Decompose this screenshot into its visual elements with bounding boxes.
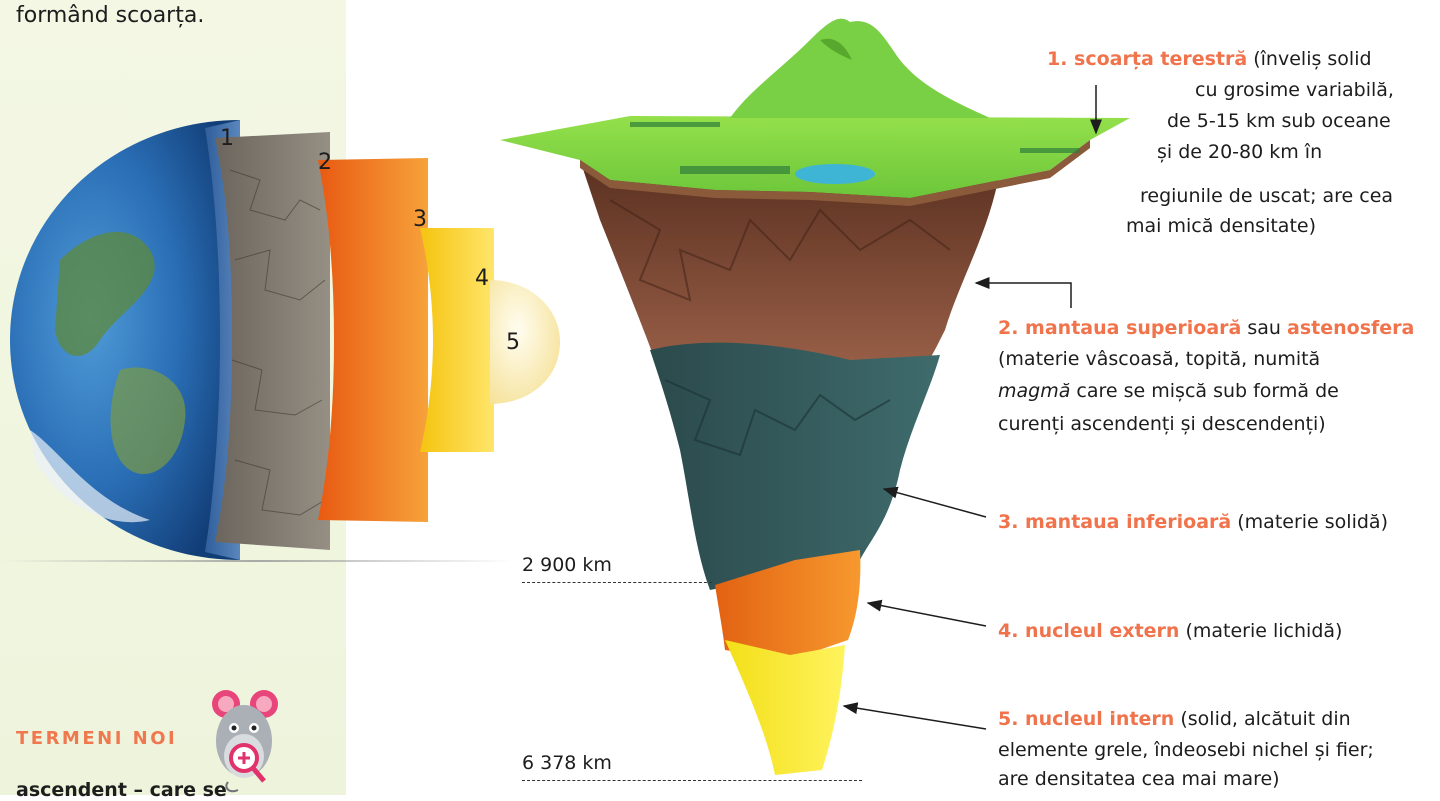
label-outer-core: 4. nucleul extern (materie lichidă) (998, 617, 1342, 646)
label-outer-core-term: 4. nucleul extern (998, 620, 1180, 642)
depth-label-6378: 6 378 km (522, 752, 612, 774)
globe-number-3: 3 (413, 207, 427, 232)
label-upper-mantle-text: sau (1241, 317, 1288, 339)
label-upper-mantle: 2. mantaua superioară sau astenosfera (998, 314, 1414, 343)
label-inner-core-line: are densitatea cea mai mare) (998, 768, 1280, 790)
label-crust-term: 1. scoarța terestră (1047, 48, 1248, 70)
globe-number-4: 4 (475, 266, 489, 291)
label-magma-term: magmă (998, 380, 1071, 402)
label-crust-line: mai mică densitate) (1126, 215, 1316, 237)
divider-line (0, 560, 515, 562)
label-lower-mantle: 3. mantaua inferioară (materie solidă) (998, 508, 1388, 537)
globe-number-2: 2 (318, 150, 332, 175)
depth-line-2900 (522, 582, 712, 583)
label-crust-line: de 5-15 km sub oceane (1167, 110, 1391, 132)
mouse-mascot-icon (212, 690, 278, 793)
label-inner-core: 5. nucleul intern (solid, alcătuit din (998, 705, 1351, 734)
label-upper-mantle-line: (materie vâscoasă, topită, numită (998, 348, 1321, 370)
label-lower-mantle-term: 3. mantaua inferioară (998, 511, 1232, 533)
label-crust-text: (înveliș solid (1247, 48, 1372, 70)
label-upper-mantle-term: 2. mantaua superioară (998, 317, 1242, 339)
earth-layers-globe (10, 120, 560, 560)
earth-cross-section (500, 18, 1130, 775)
label-asthenosphere-term: astenosfera (1287, 317, 1415, 339)
label-crust-line: regiunile de uscat; are cea (1140, 185, 1394, 207)
label-inner-core-term: 5. nucleul intern (998, 708, 1175, 730)
intro-text: formând scoarța. (16, 3, 205, 28)
depth-label-2900: 2 900 km (522, 554, 612, 576)
globe-number-5: 5 (506, 330, 520, 355)
label-crust: 1. scoarța terestră (înveliș solid (1047, 45, 1372, 74)
label-inner-core-line: elemente grele, îndeosebi nichel și fier… (998, 739, 1374, 761)
label-inner-core-text: (solid, alcătuit din (1174, 708, 1351, 730)
depth-line-6378 (522, 780, 862, 781)
term-definition-partial: ascendent – care se (16, 779, 227, 801)
label-lower-mantle-text: (materie solidă) (1231, 511, 1388, 533)
new-terms-heading: TERMENI NOI (16, 728, 178, 749)
label-upper-mantle-line: magmă care se mișcă sub formă de (998, 377, 1339, 406)
label-upper-mantle-line: curenți ascendenți și descendenți) (998, 413, 1326, 435)
label-upper-mantle-text: care se mișcă sub formă de (1070, 380, 1339, 402)
label-outer-core-text: (materie lichidă) (1179, 620, 1343, 642)
globe-number-1: 1 (220, 126, 234, 151)
label-crust-line: cu grosime variabilă, (1195, 79, 1394, 101)
label-crust-line: și de 20-80 km în (1157, 141, 1323, 163)
